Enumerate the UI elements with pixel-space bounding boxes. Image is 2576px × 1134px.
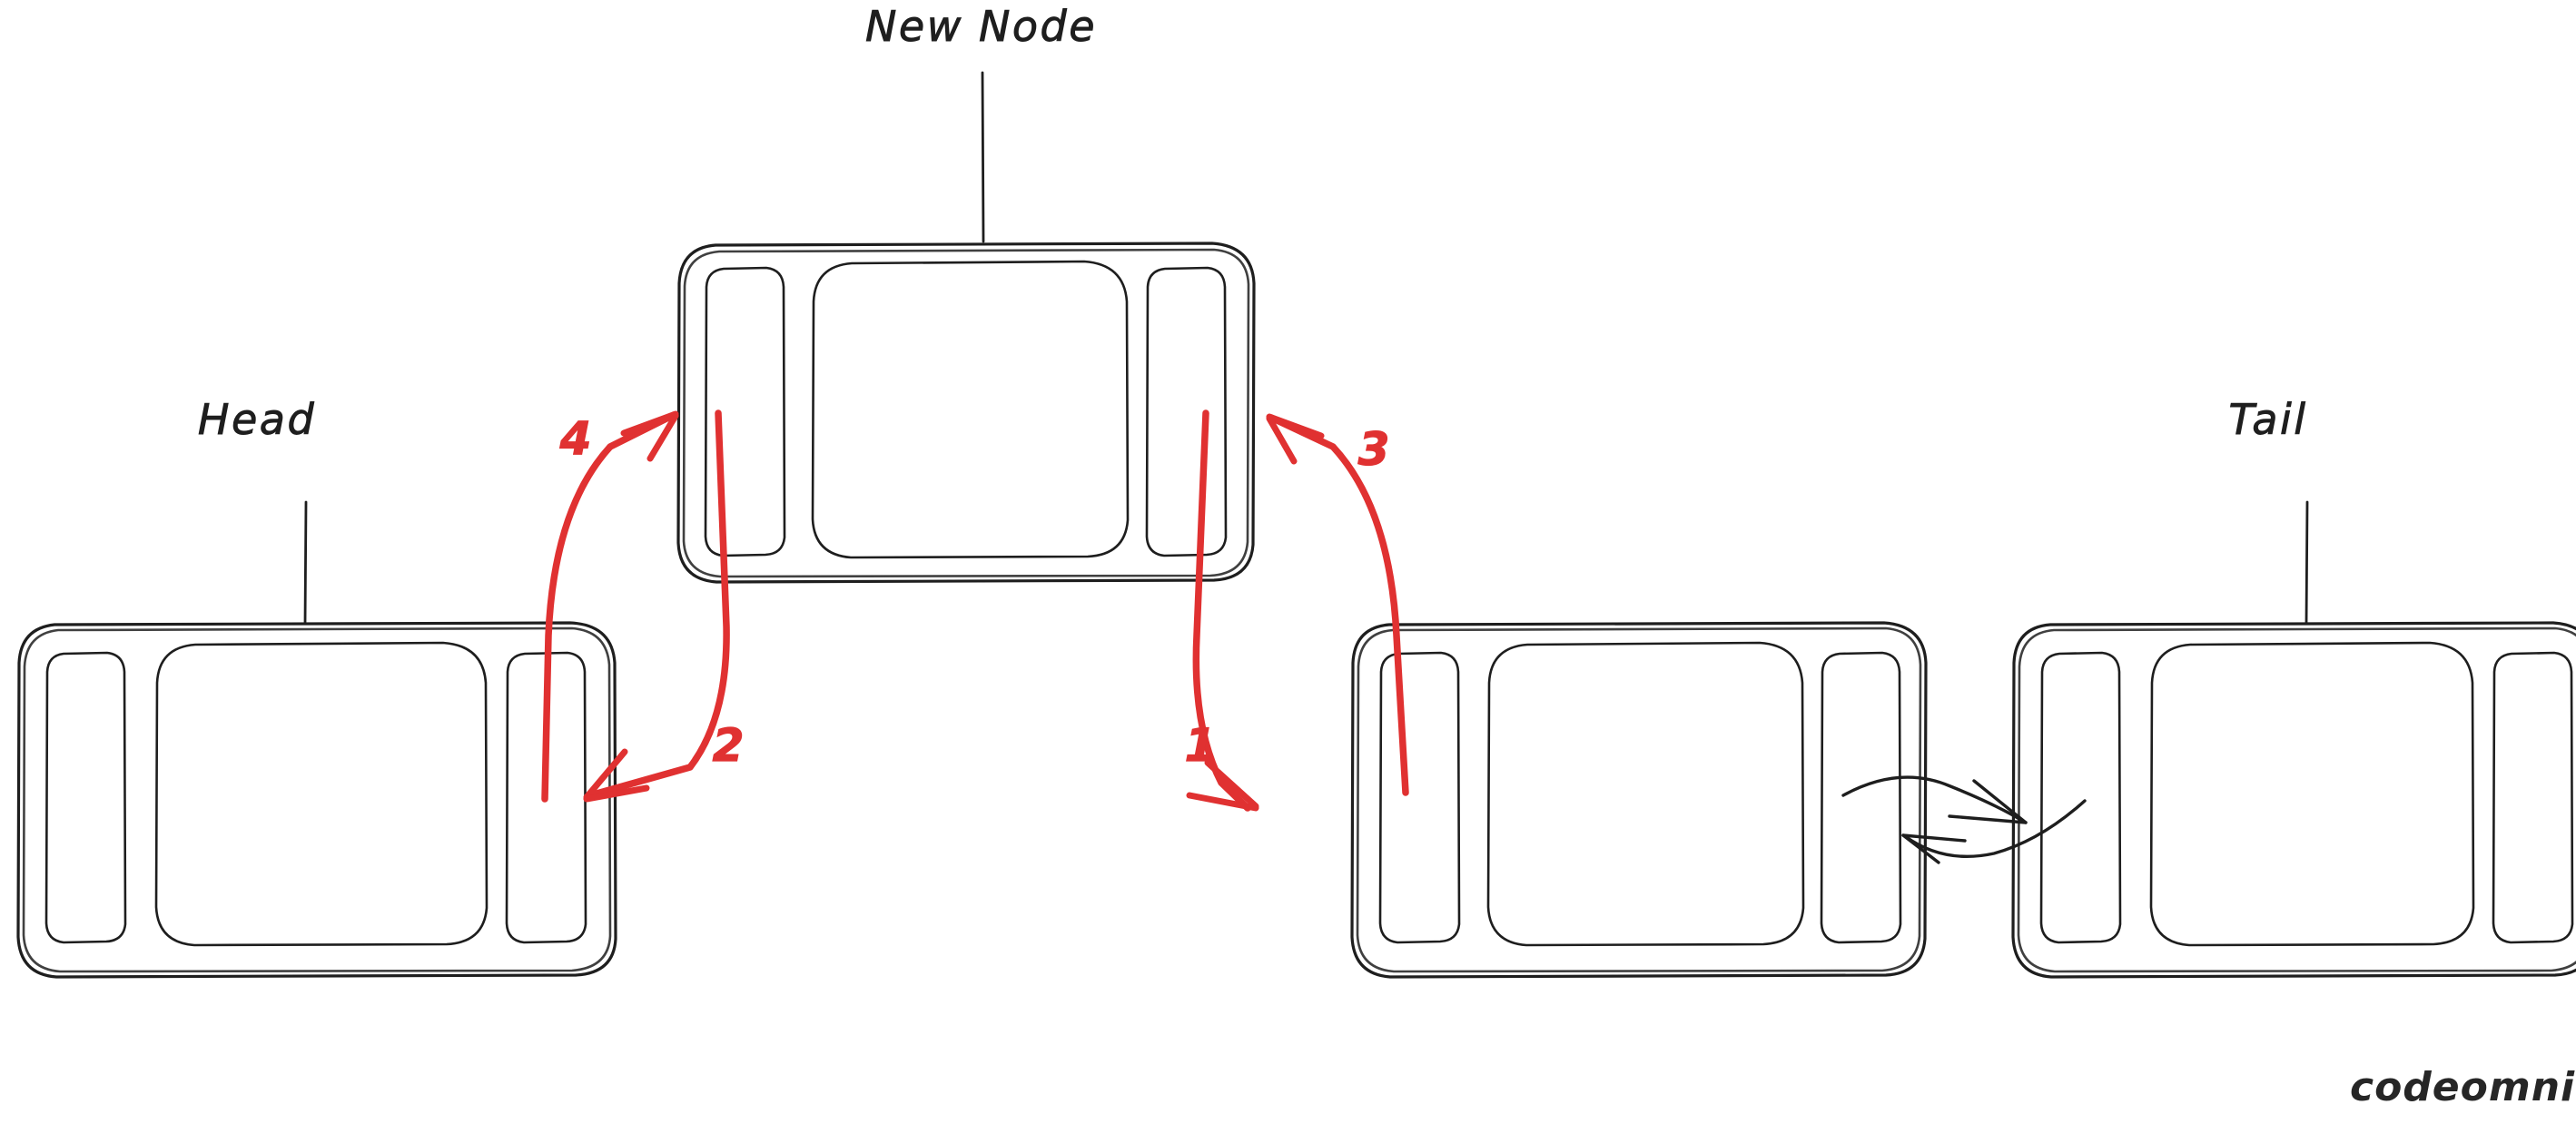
head-node-outline-2 [22, 626, 612, 973]
third-node-outline-2 [1356, 626, 1922, 973]
arrow-4 [541, 410, 679, 803]
new-node-next-cell [1145, 266, 1228, 557]
link-tail-to-third [1901, 799, 2087, 864]
third-node-prev-cell [1378, 651, 1461, 944]
node-tail[interactable] [2011, 621, 2576, 979]
arrow-4-number: 4 [559, 412, 592, 465]
node-third[interactable] [1350, 621, 1928, 979]
new-node-prev-cell [704, 266, 786, 557]
arrow-2 [583, 409, 730, 803]
label-head: Head [198, 395, 316, 444]
new-node-leader-line [981, 71, 985, 243]
arrow-1 [1186, 409, 1259, 812]
label-tail: Tail [2228, 395, 2307, 444]
third-node-data-cell [1486, 641, 1805, 947]
new-node-outline-2 [682, 248, 1250, 578]
head-node-data-cell [154, 641, 489, 947]
new-node-outline [676, 242, 1256, 584]
tail-node-outline [2011, 621, 2576, 979]
head-node-outline [16, 621, 617, 979]
new-node-data-cell [811, 260, 1130, 559]
tail-node-next-cell [2492, 651, 2574, 944]
label-new-node: New Node [865, 2, 1097, 51]
third-node-next-cell [1820, 651, 1902, 944]
arrow-3 [1266, 413, 1409, 796]
tail-node-prev-cell [2039, 651, 2122, 944]
arrow-1-number: 1 [1185, 719, 1217, 772]
third-node-outline [1350, 621, 1928, 979]
node-new[interactable] [676, 242, 1256, 584]
tail-node-data-cell [2149, 641, 2475, 947]
tail-leader-line [2305, 500, 2309, 626]
watermark: codeomni [2350, 1064, 2575, 1110]
tail-node-outline-2 [2017, 626, 2576, 973]
arrow-2-number: 2 [713, 719, 745, 772]
node-head[interactable] [16, 621, 617, 979]
arrow-3-number: 3 [1358, 423, 1390, 476]
head-node-next-cell [505, 651, 587, 944]
link-third-to-tail [1841, 775, 2028, 824]
head-leader-line [303, 500, 308, 626]
head-node-prev-cell [44, 651, 127, 944]
